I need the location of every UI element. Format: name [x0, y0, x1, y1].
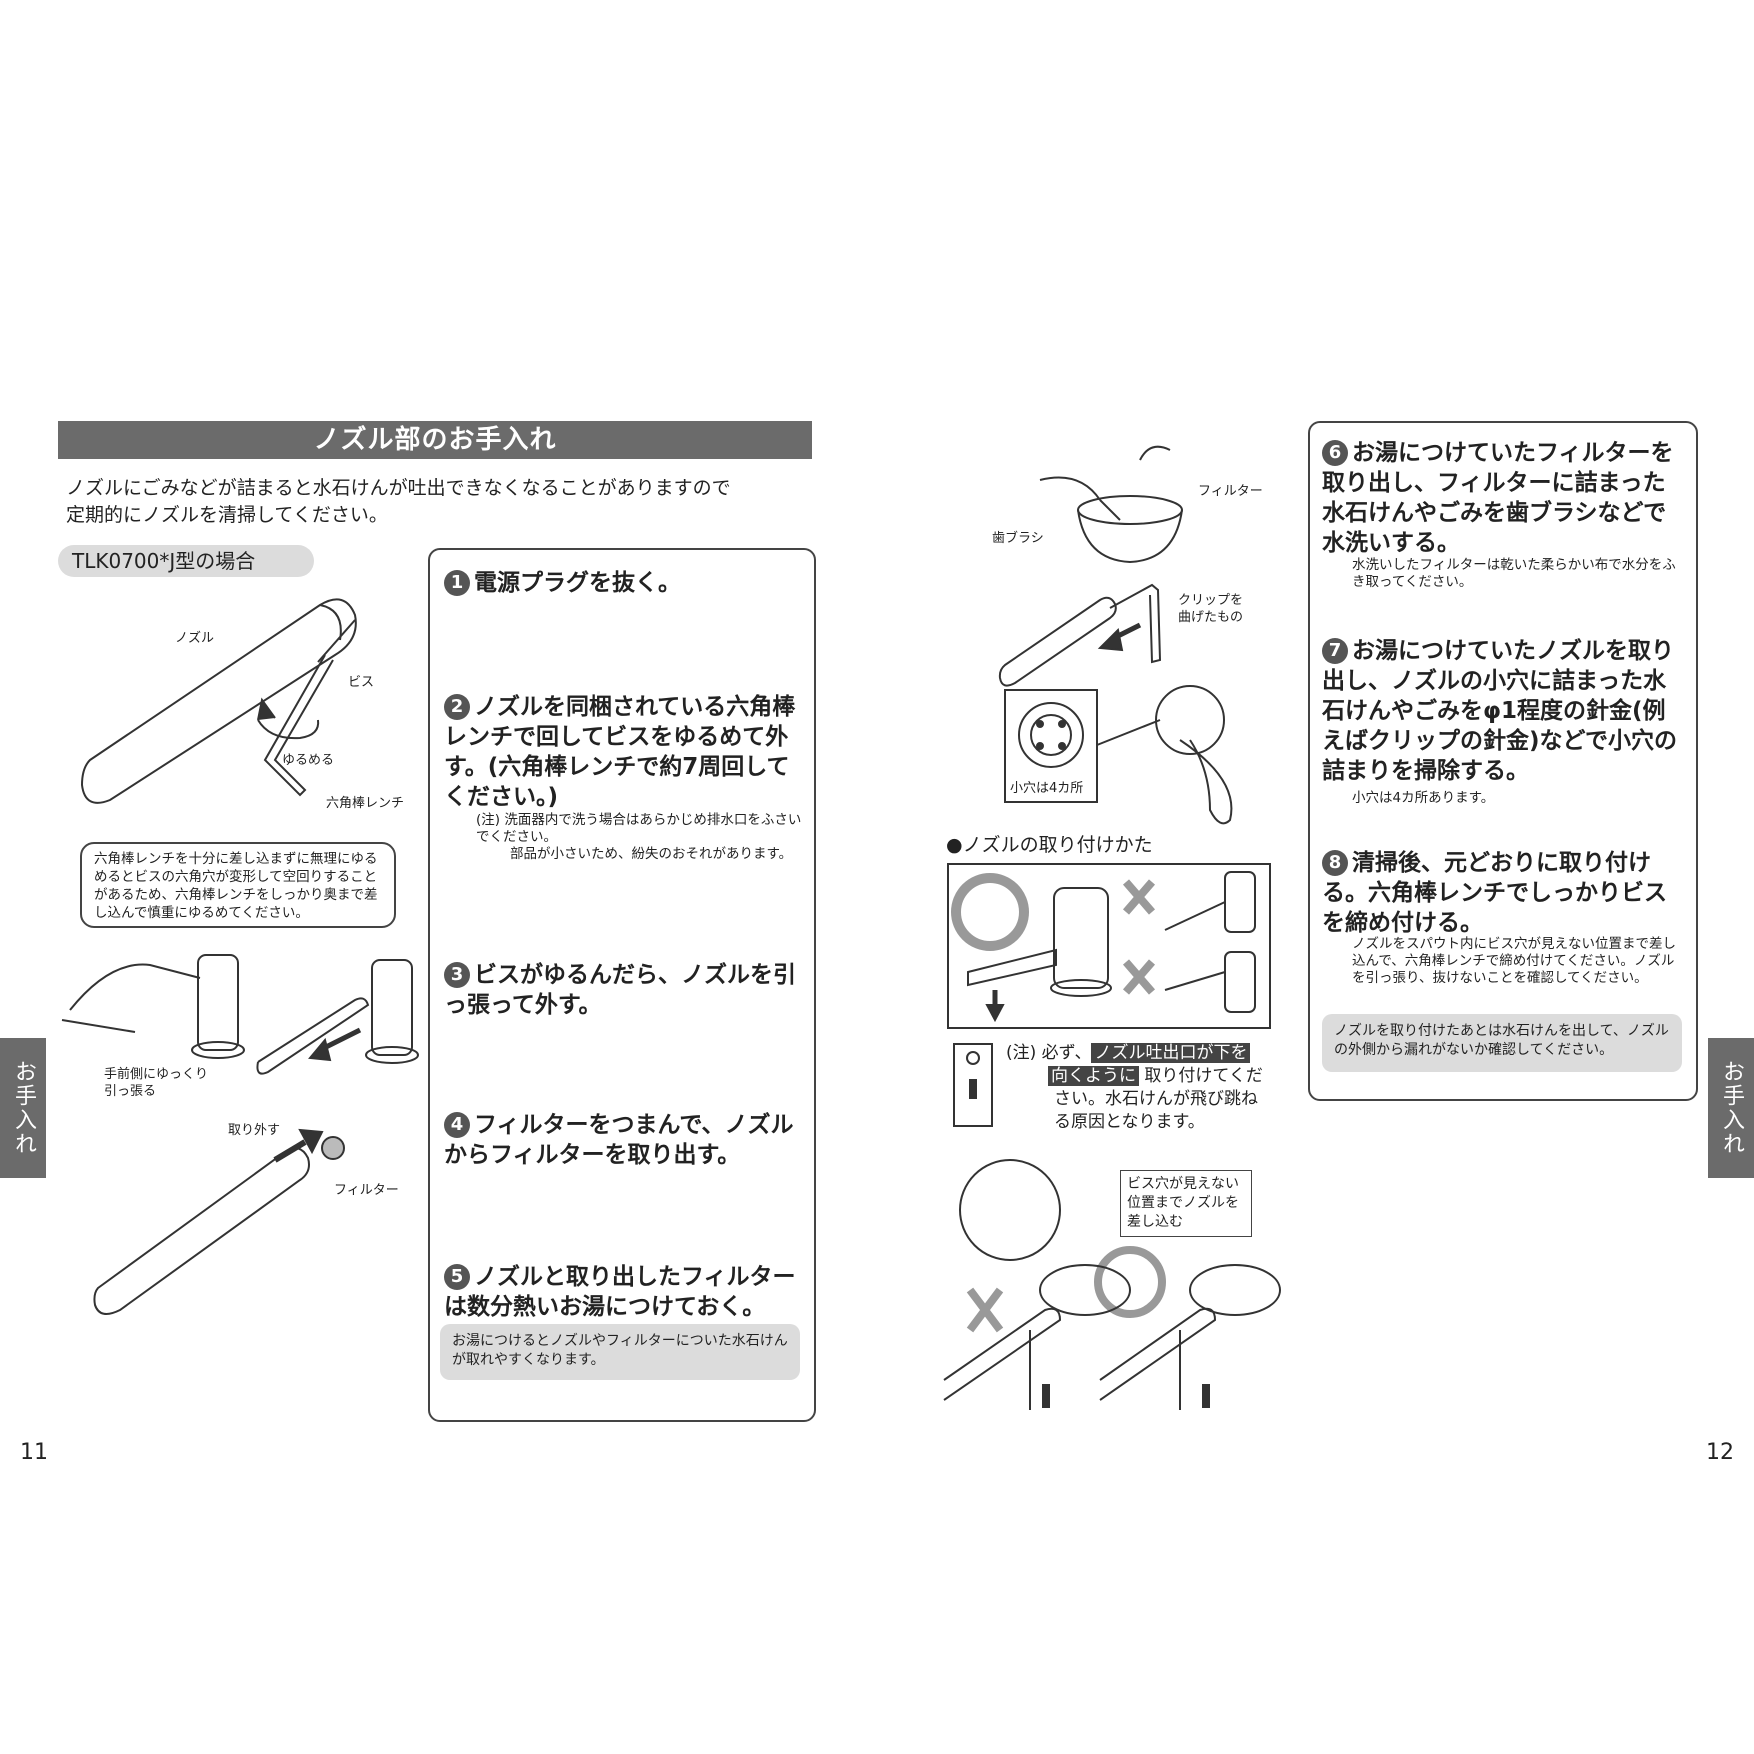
label-hex-wrench: 六角棒レンチ	[326, 796, 405, 811]
step-text: お湯につけていたフィルターを取り出し、フィルターに詰まった水石けんやごみを歯ブラ…	[1322, 440, 1674, 556]
step-8-grey-note: ノズルを取り付けたあとは水石けんを出して、ノズルの外側から漏れがないか確認してく…	[1322, 1014, 1682, 1072]
step-6-note: 水洗いしたフィルターは乾いた柔らかい布で水分をふき取ってください。	[1352, 557, 1676, 590]
label-clip: クリップを 曲げたもの	[1178, 592, 1243, 626]
hex-wrench-illustration	[263, 654, 334, 797]
intro-line-2: 定期的にノズルを清掃してください。	[66, 504, 388, 526]
label-clip-line2: 曲げたもの	[1178, 610, 1244, 625]
label-loosen: ゆるめる	[282, 753, 335, 768]
page-number-right: 12	[1706, 1440, 1734, 1465]
mount-heading: ●ノズルの取り付けかた	[946, 834, 1153, 856]
step-text: 電源プラグを抜く。	[474, 570, 681, 596]
label-screw: ビス	[348, 675, 375, 690]
step-2-note: (注) 洗面器内で洗う場合はあらかじめ排水口をふさいでください。 部品が小さいた…	[476, 812, 812, 863]
mount-note-highlight-1: ノズル吐出口が下を	[1091, 1043, 1251, 1063]
mount-note-pre: 必ず、	[1041, 1043, 1092, 1063]
label-holes: 小穴は4カ所	[1010, 781, 1084, 796]
mount-note: (注) 必ず、ノズル吐出口が下を 向くように 取り付けてくだ さい。水石けんが飛…	[1006, 1042, 1276, 1134]
step-number: 7	[1322, 638, 1348, 664]
step-number: 2	[444, 694, 470, 720]
note-line-2: 部品が小さいため、紛失のおそれがあります。	[510, 846, 793, 862]
step-number: 1	[444, 570, 470, 596]
step-text: ノズルを同梱されている六角棒レンチで回してビスをゆるめて外す。(六角棒レンチで約…	[444, 694, 796, 810]
label-clip-line1: クリップを	[1178, 593, 1244, 608]
section-title: ノズル部のお手入れ	[58, 421, 812, 459]
screw-hole-callout: ビス穴が見えない位置までノズルを差し込む	[1120, 1170, 1252, 1237]
step-5-note: お湯につけるとノズルやフィルターについた水石けんが取れやすくなります。	[440, 1324, 800, 1380]
label-filter-left: フィルター	[334, 1183, 399, 1198]
steps-box-left	[428, 548, 816, 1422]
step-text: 清掃後、元どおりに取り付ける。六角棒レンチでしっかりビスを締め付ける。	[1322, 850, 1667, 936]
step-number: 4	[444, 1112, 470, 1138]
intro-line-1: ノズルにごみなどが詰まると水石けんが吐出できなくなることがありますので	[66, 477, 731, 499]
side-tab-right: お手入れ	[1708, 1038, 1754, 1178]
step-text: ビスがゆるんだら、ノズルを引っ張って外す。	[444, 962, 796, 1018]
label-pull-gently: 手前側にゆっくり 引っ張る	[104, 1066, 208, 1100]
wrench-warning-callout: 六角棒レンチを十分に差し込まずに無理にゆるめるとビスの六角穴が変形して空回りする…	[80, 842, 396, 928]
mount-note-post-2: さい。水石けんが飛び跳ね	[1054, 1089, 1258, 1109]
label-pull-gently-line2: 引っ張る	[104, 1084, 157, 1099]
step-number: 3	[444, 962, 470, 988]
step-text: ノズルと取り出したフィルターは数分熱いお湯につけておく。	[444, 1264, 796, 1320]
mount-note-highlight-2: 向くように	[1048, 1066, 1139, 1086]
mount-note-post-1: 取り付けてくだ	[1144, 1066, 1263, 1086]
label-pull-gently-line1: 手前側にゆっくり	[104, 1067, 209, 1082]
step-number: 5	[444, 1264, 470, 1290]
label-filter-right: フィルター	[1198, 484, 1263, 499]
step-number: 8	[1322, 850, 1348, 876]
model-tag: TLK0700*J型の場合	[58, 545, 314, 577]
note-line-1: 洗面器内で洗う場合はあらかじめ排水口をふさいでください。	[476, 812, 802, 845]
side-tab-left: お手入れ	[0, 1038, 46, 1178]
steps-box-right	[1308, 421, 1698, 1101]
mount-note-post-3: る原因となります。	[1054, 1112, 1205, 1132]
step-number: 6	[1322, 440, 1348, 466]
page-number-left: 11	[20, 1440, 48, 1465]
label-toothbrush: 歯ブラシ	[992, 531, 1044, 546]
step-text: フィルターをつまんで、ノズルからフィルターを取り出す。	[444, 1112, 794, 1168]
label-nozzle: ノズル	[175, 631, 215, 646]
note-label: (注)	[476, 812, 501, 828]
step-7-note: 小穴は4カ所あります。	[1352, 790, 1495, 806]
step-text: お湯につけていたノズルを取り出し、ノズルの小穴に詰まった水石けんやごみをφ1程度…	[1322, 638, 1678, 784]
label-remove: 取り外す	[228, 1123, 281, 1138]
intro-text: ノズルにごみなどが詰まると水石けんが吐出できなくなることがありますので 定期的に…	[66, 475, 826, 529]
mount-note-label: (注)	[1006, 1043, 1037, 1063]
step-8-note: ノズルをスパウト内にビス穴が見えない位置まで差し込んで、六角棒レンチで締め付けて…	[1352, 936, 1676, 986]
